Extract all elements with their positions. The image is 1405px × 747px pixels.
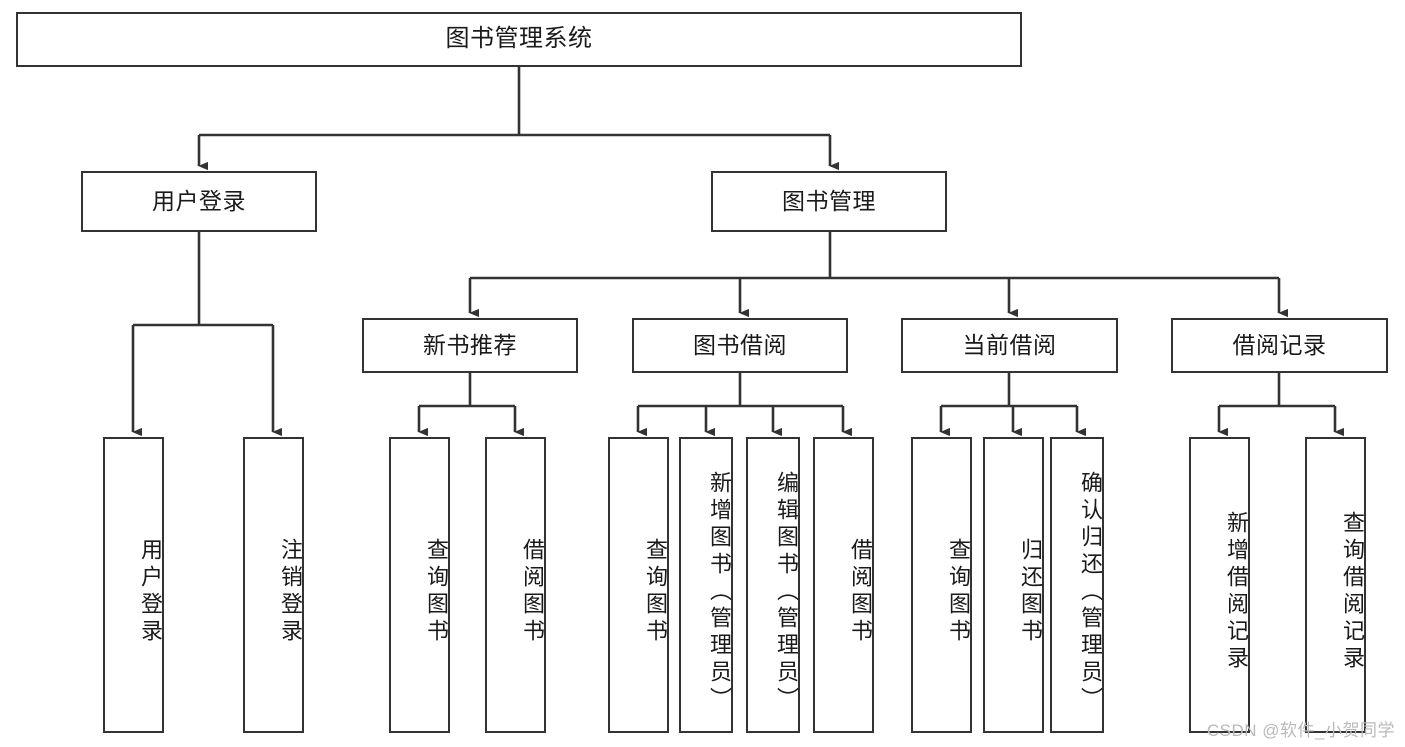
- node-level2-borrow-record[interactable]: 借阅记录: [1171, 318, 1388, 373]
- node-leaf-confirm-return-admin[interactable]: 确认归还（管理员）: [1050, 437, 1104, 733]
- node-leaf-query-book-current[interactable]: 查询图书: [911, 437, 972, 733]
- node-leaf-label: 借阅图书: [848, 538, 873, 646]
- csdn-watermark: CSDN @软件_小贺同学: [1206, 721, 1395, 740]
- node-leaf-label: 注销登录: [278, 538, 303, 646]
- node-leaf-add-book-admin[interactable]: 新增图书（管理员）: [679, 437, 733, 733]
- node-leaf-label: 查询图书: [946, 538, 971, 646]
- node-leaf-label: 确认归还（管理员）: [1078, 470, 1103, 714]
- node-leaf-label: 借阅图书: [520, 538, 545, 646]
- node-leaf-label: 查询图书: [643, 538, 668, 646]
- node-leaf-query-book-borrow[interactable]: 查询图书: [608, 437, 669, 733]
- node-leaf-label: 归还图书: [1018, 538, 1043, 646]
- node-leaf-label: 编辑图书（管理员）: [774, 470, 799, 714]
- node-leaf-query-book-newbook[interactable]: 查询图书: [389, 437, 450, 733]
- node-leaf-borrow-book[interactable]: 借阅图书: [813, 437, 874, 733]
- node-leaf-label: 查询借阅记录: [1340, 511, 1365, 673]
- node-leaf-logout[interactable]: 注销登录: [243, 437, 304, 733]
- node-leaf-edit-book-admin[interactable]: 编辑图书（管理员）: [746, 437, 800, 733]
- node-level1-book-management[interactable]: 图书管理: [711, 171, 947, 232]
- node-leaf-label: 用户登录: [138, 538, 163, 646]
- node-root[interactable]: 图书管理系统: [16, 12, 1022, 67]
- node-level2-new-book-recommend[interactable]: 新书推荐: [362, 318, 578, 373]
- node-leaf-user-login[interactable]: 用户登录: [103, 437, 164, 733]
- node-leaf-return-book[interactable]: 归还图书: [983, 437, 1044, 733]
- node-level2-book-borrow[interactable]: 图书借阅: [632, 318, 848, 373]
- node-leaf-borrow-book-newbook[interactable]: 借阅图书: [485, 437, 546, 733]
- node-leaf-label: 新增借阅记录: [1224, 511, 1249, 673]
- node-level2-current-borrow[interactable]: 当前借阅: [901, 318, 1118, 373]
- node-leaf-label: 查询图书: [424, 538, 449, 646]
- node-leaf-label: 新增图书（管理员）: [707, 470, 732, 714]
- node-leaf-query-borrow-record[interactable]: 查询借阅记录: [1305, 437, 1366, 733]
- node-level1-user-login[interactable]: 用户登录: [81, 171, 317, 232]
- node-leaf-add-borrow-record[interactable]: 新增借阅记录: [1189, 437, 1250, 733]
